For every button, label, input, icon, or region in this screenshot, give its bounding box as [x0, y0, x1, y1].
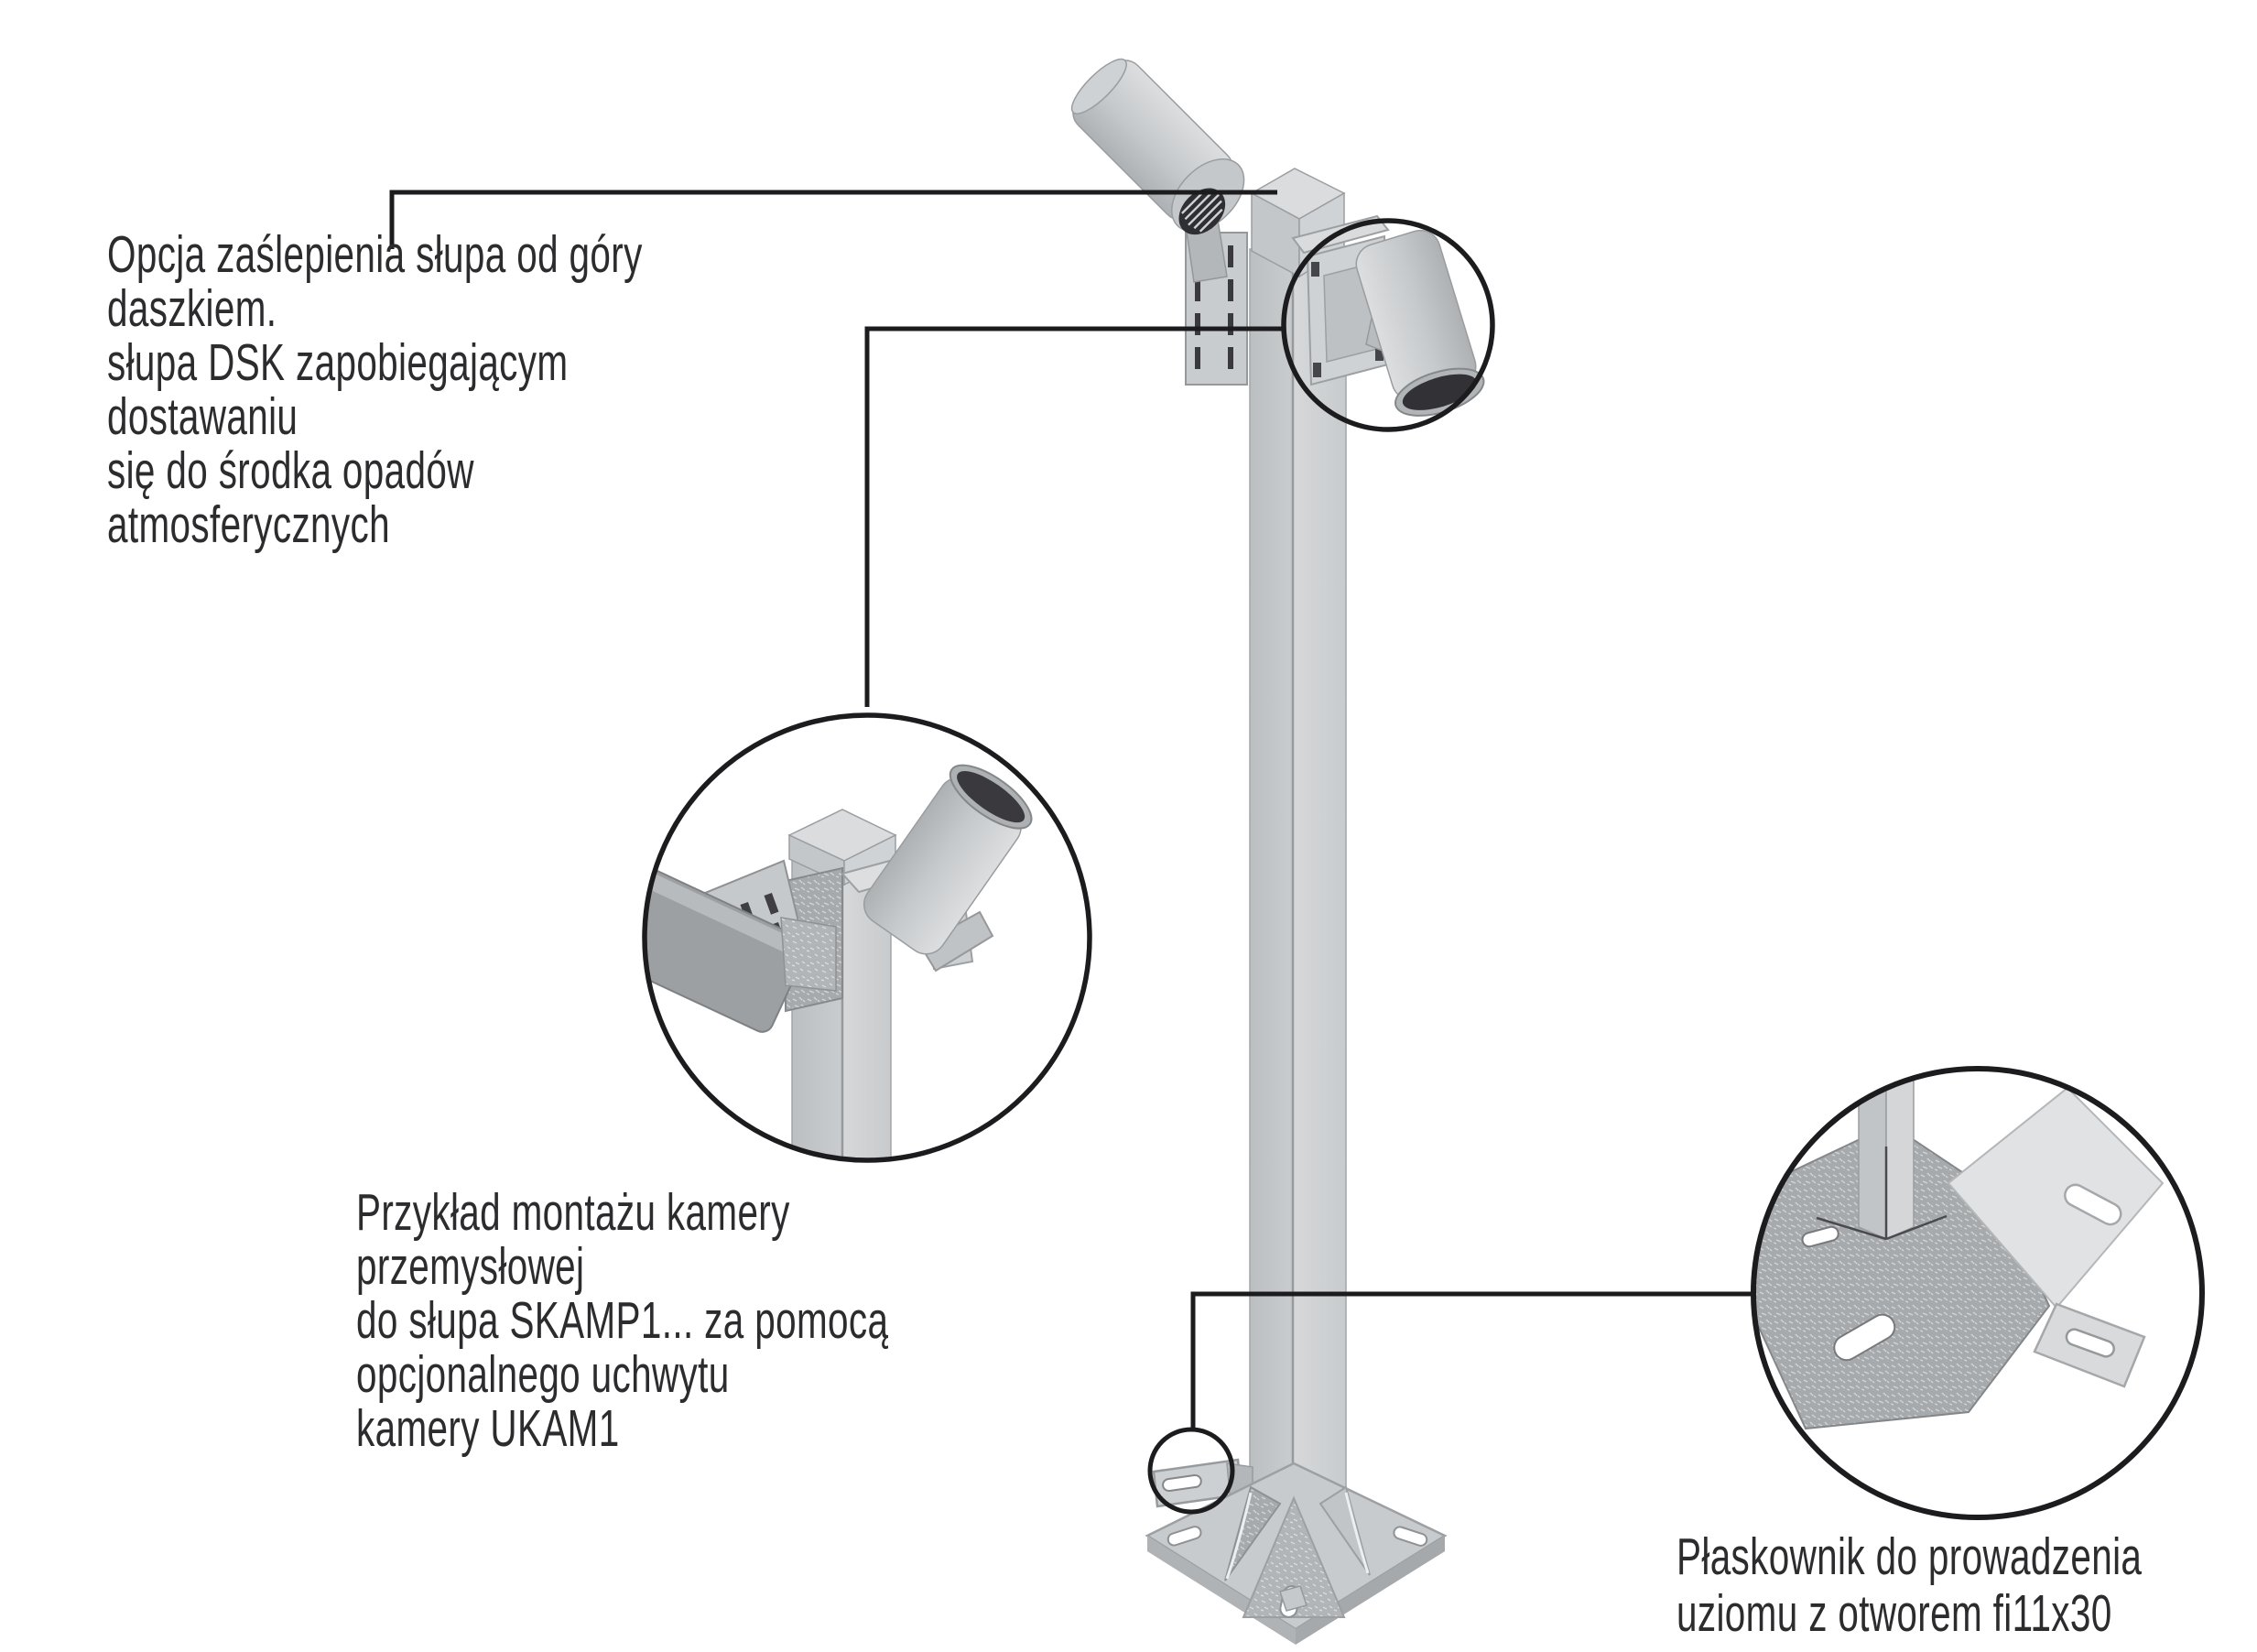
base-plate-slot-left: [1166, 1526, 1202, 1547]
base-plate-slot-right: [1393, 1526, 1428, 1547]
pole: [1249, 248, 1347, 1569]
magnified-slot-upper: [2064, 1183, 2122, 1226]
camera-left-grill: [1178, 188, 1226, 235]
magnified-flat-bar-slot: [2065, 1328, 2115, 1358]
leader-line-flat-bar: [1190, 1291, 1755, 1429]
detail-circle-middle: [642, 712, 1092, 1163]
magnified-camera-left: [645, 859, 837, 1033]
marker-circle-flat-bar: [1147, 1427, 1235, 1515]
base-assembly: [1145, 1458, 1448, 1645]
annotation-cap-note: Opcja zaślepienia słupa od góry daszkiem…: [107, 225, 643, 554]
flat-bar-slot-hole: [1162, 1473, 1202, 1493]
magnified-pole-corner: [1816, 1069, 1948, 1241]
pole-cap: [1250, 168, 1346, 278]
annotation-camera-mount-note: Przykład montażu kamery przemysłowej do …: [356, 1183, 889, 1458]
base-circle-content: [1753, 1069, 2202, 1517]
annotation-flat-bar-note: Płaskownik do prowadzenia uziomu z otwor…: [1676, 1527, 2143, 1643]
magnified-slot-left: [1833, 1313, 1896, 1362]
camera-right: [1355, 229, 1485, 417]
camera-right-lens: [1402, 374, 1477, 410]
middle-circle-content: [645, 715, 1090, 1160]
leader-line-cap: [389, 190, 1277, 249]
camera-left: [1070, 58, 1245, 283]
leader-line-camera-mount: [864, 326, 1282, 707]
magnified-base-plate-right: [1947, 1086, 2165, 1310]
magnified-camera-right: [841, 764, 1033, 973]
magnified-flat-bar: [2033, 1302, 2146, 1388]
detail-circle-base: [1751, 1066, 2205, 1520]
base-gussets: [1224, 1485, 1371, 1618]
detail-circle-top: [1281, 218, 1495, 432]
